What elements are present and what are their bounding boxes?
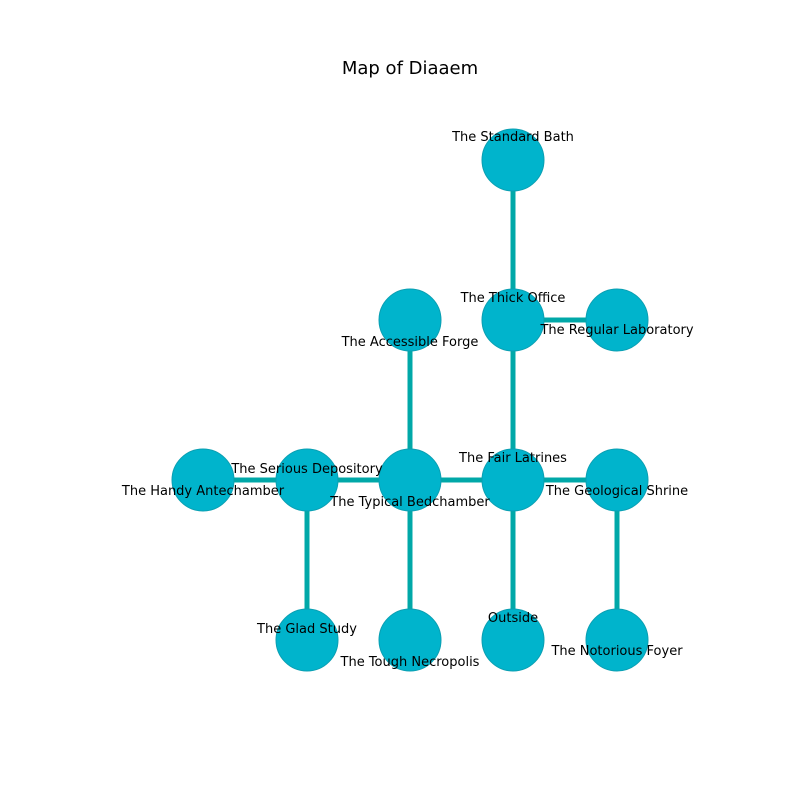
node-outside <box>481 608 545 672</box>
node-standard-bath <box>481 128 545 192</box>
nodes-layer <box>171 128 649 672</box>
label-accessible-forge: The Accessible Forge <box>341 335 479 350</box>
label-tough-necropolis: The Tough Necropolis <box>340 655 480 670</box>
node-geological-shrine <box>585 448 649 512</box>
label-typical-bedchamber: The Typical Bedchamber <box>329 495 490 510</box>
node-glad-study <box>275 608 339 672</box>
node-fair-latrines <box>481 448 545 512</box>
label-notorious-foyer: The Notorious Foyer <box>550 644 683 659</box>
node-thick-office <box>481 288 545 352</box>
edges-layer <box>203 160 620 640</box>
node-serious-depository <box>275 448 339 512</box>
node-regular-laboratory <box>585 288 649 352</box>
label-standard-bath: The Standard Bath <box>451 130 574 145</box>
node-tough-necropolis <box>378 608 442 672</box>
label-serious-depository: The Serious Depository <box>230 462 383 477</box>
label-outside: Outside <box>488 611 538 626</box>
node-notorious-foyer <box>585 608 649 672</box>
label-handy-antechamber: The Handy Antechamber <box>121 484 285 499</box>
label-thick-office: The Thick Office <box>460 291 566 306</box>
node-handy-antechamber <box>171 448 235 512</box>
diagram-title: Map of Diaaem <box>342 58 478 79</box>
label-geological-shrine: The Geological Shrine <box>545 484 688 499</box>
node-typical-bedchamber <box>378 448 442 512</box>
node-accessible-forge <box>378 288 442 352</box>
label-glad-study: The Glad Study <box>256 622 357 637</box>
label-fair-latrines: The Fair Latrines <box>458 451 567 466</box>
label-regular-laboratory: The Regular Laboratory <box>539 323 693 338</box>
